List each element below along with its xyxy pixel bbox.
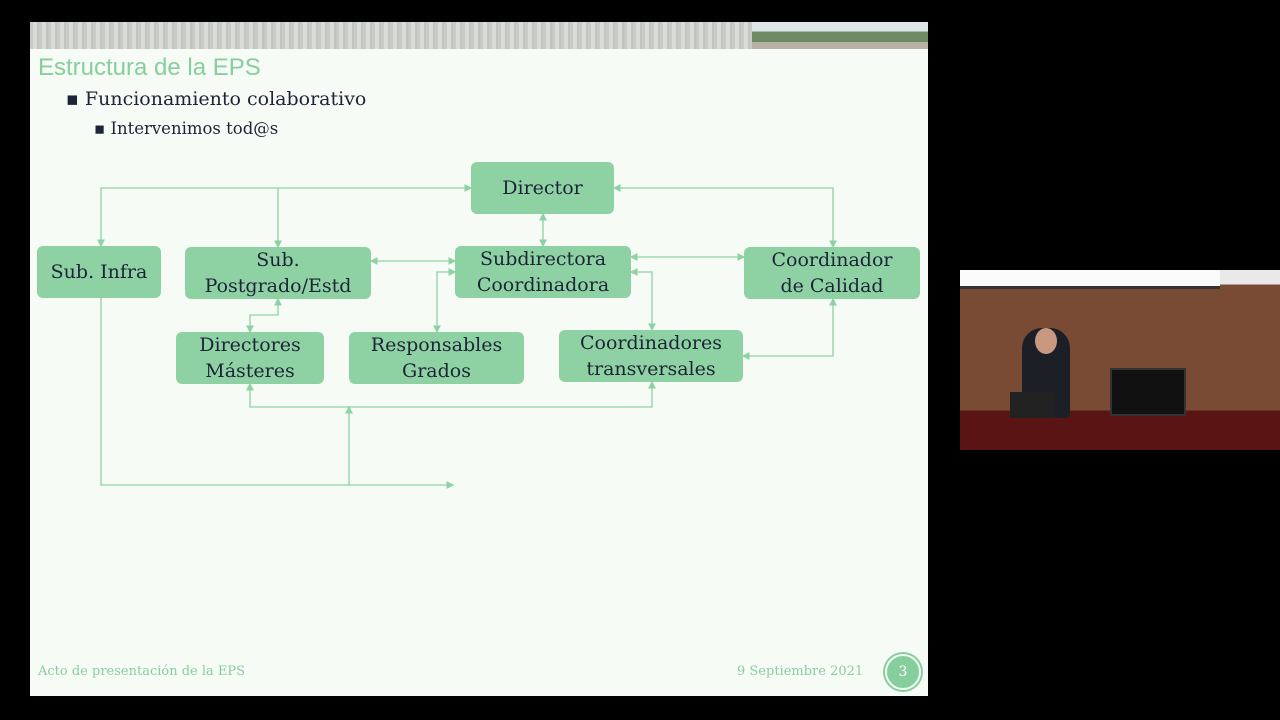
- bullet-level1: ▪ Funcionamiento colaborativo: [66, 88, 367, 110]
- box-subdirectora: Subdirectora Coordinadora: [455, 246, 631, 298]
- box-director: Director: [471, 162, 614, 214]
- speaker-video-feed: [960, 270, 1280, 450]
- speaker-head: [1035, 328, 1057, 354]
- box-coordinador-calidad: Coordinador de Calidad: [744, 247, 920, 299]
- bullet-level2: ▪ Intervenimos tod@s: [94, 119, 279, 138]
- monitor: [1110, 368, 1186, 416]
- header-banner: [30, 22, 928, 49]
- footer-title: Acto de presentación de la EPS: [38, 664, 246, 679]
- footer-date: 9 Septiembre 2021: [737, 664, 864, 679]
- presentation-slide: Estructura de la EPS ▪ Funcionamiento co…: [30, 22, 928, 696]
- bullet-text: Funcionamiento colaborativo: [84, 88, 367, 110]
- bullet-text: Intervenimos tod@s: [110, 119, 279, 138]
- box-sub-infra: Sub. Infra: [37, 246, 161, 298]
- box-directores-masteres: Directores Másteres: [176, 332, 324, 384]
- projection-screen: [960, 270, 1220, 289]
- connector-lines: [97, 184, 837, 489]
- page-number: 3: [885, 654, 921, 690]
- box-responsables-grados: Responsables Grados: [349, 332, 524, 384]
- laptop: [1010, 392, 1054, 418]
- campus-photo: [752, 22, 928, 49]
- slide-title: Estructura de la EPS: [38, 54, 261, 81]
- box-sub-postgrado: Sub. Postgrado/Estd: [185, 247, 371, 299]
- box-coordinadores-transversales: Coordinadores transversales: [559, 330, 743, 382]
